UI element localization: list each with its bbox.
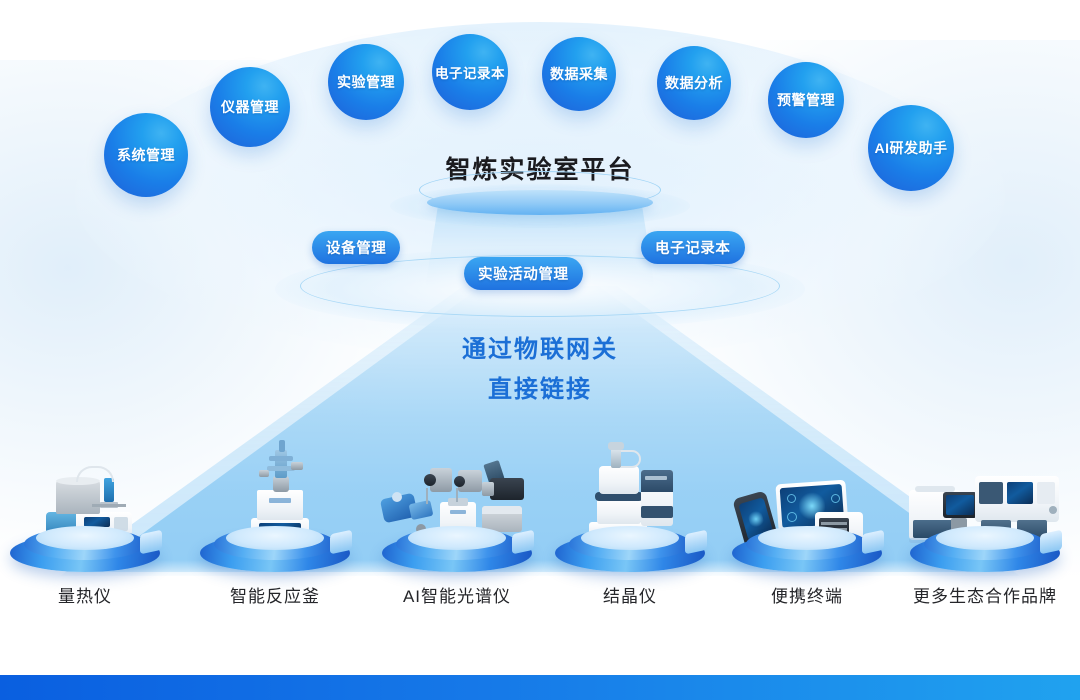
pill-electronic-notebook[interactable]: 电子记录本 <box>641 231 745 264</box>
bubble-experiment-management[interactable]: 实验管理 <box>328 44 404 120</box>
podium <box>382 526 534 572</box>
funnel-fade <box>0 560 1080 592</box>
device-ai-spectrometer[interactable]: AI智能光谱仪 <box>372 430 542 606</box>
podium <box>10 526 162 572</box>
pill-device-management[interactable]: 设备管理 <box>312 231 401 264</box>
device-label: 量热仪 <box>58 587 112 606</box>
platform-disc <box>427 190 653 215</box>
bubble-label: 实验管理 <box>337 74 395 90</box>
device-label: AI智能光谱仪 <box>402 587 512 606</box>
podium <box>910 526 1062 572</box>
bottom-accent-bar <box>0 675 1080 700</box>
device-label: 更多生态合作品牌 <box>913 587 1057 606</box>
bubble-label: 预警管理 <box>777 92 835 108</box>
device-label: 智能反应釜 <box>230 587 320 606</box>
device-label: 结晶仪 <box>603 587 657 606</box>
pill-experiment-activity-management[interactable]: 实验活动管理 <box>464 257 583 290</box>
bubble-data-collection[interactable]: 数据采集 <box>542 37 616 111</box>
bubble-label: 数据采集 <box>550 66 608 82</box>
platform-ring-outline <box>300 255 780 317</box>
pill-label: 电子记录本 <box>655 241 731 257</box>
bubble-instrument-management[interactable]: 仪器管理 <box>210 67 290 147</box>
bubble-data-analysis[interactable]: 数据分析 <box>657 46 731 120</box>
gateway-caption-line1: 通过物联网关 <box>462 336 618 363</box>
bubble-alert-management[interactable]: 预警管理 <box>768 62 844 138</box>
gateway-caption: 通过物联网关 直接链接 <box>0 330 1080 410</box>
gateway-caption-line2: 直接链接 <box>488 376 592 403</box>
device-smart-reactor[interactable]: 智能反应釜 <box>190 430 360 606</box>
pill-label: 实验活动管理 <box>478 267 569 283</box>
device-more-partners[interactable]: 更多生态合作品牌 <box>900 430 1070 606</box>
device-label: 便携终端 <box>771 587 843 606</box>
bubble-label: 仪器管理 <box>221 99 279 115</box>
device-calorimeter[interactable]: 量热仪 <box>0 430 170 606</box>
bubble-label: 数据分析 <box>665 75 723 91</box>
device-portable-terminal[interactable]: 便携终端 <box>722 430 892 606</box>
podium <box>732 526 884 572</box>
podium <box>555 526 707 572</box>
device-crystallizer[interactable]: 结晶仪 <box>545 430 715 606</box>
bubble-electronic-notebook[interactable]: 电子记录本 <box>432 34 508 110</box>
podium <box>200 526 352 572</box>
pill-label: 设备管理 <box>326 241 387 257</box>
bubble-label: 电子记录本 <box>435 66 505 81</box>
